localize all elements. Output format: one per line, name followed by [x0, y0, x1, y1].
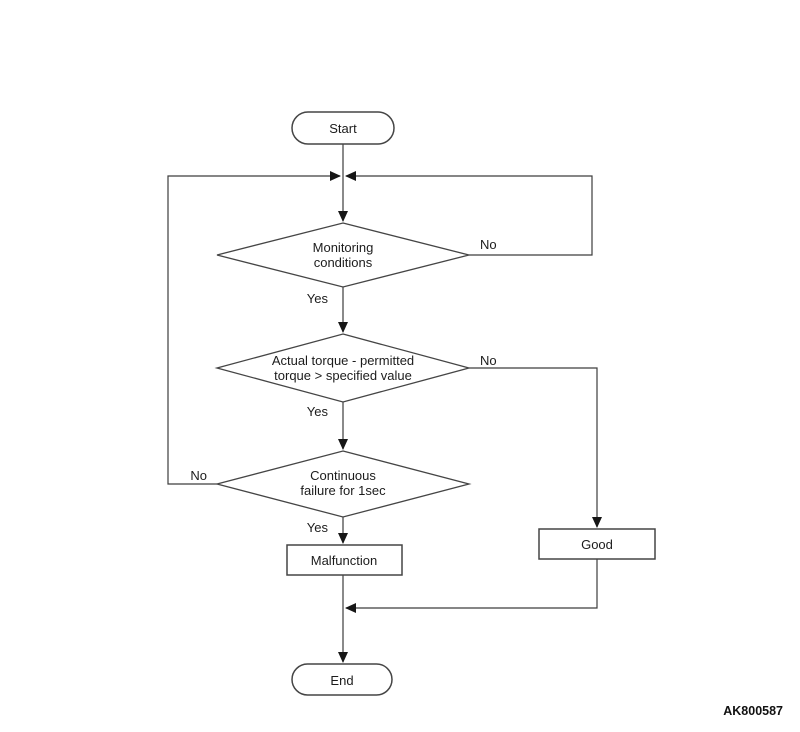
- node-start: Start: [291, 111, 395, 145]
- torque-yes-label: Yes: [307, 404, 329, 419]
- monitoring-decision-shape: [216, 222, 470, 288]
- start-label: Start: [329, 121, 357, 136]
- node-good: Good: [538, 528, 656, 560]
- continuous-yes-label: Yes: [307, 520, 329, 535]
- malfunction-process-shape: [286, 544, 403, 576]
- end-label: End: [330, 673, 353, 688]
- continuous-no-label: No: [190, 468, 207, 483]
- node-monitoring-conditions: Monitoring conditions: [216, 222, 470, 288]
- malfunction-label: Malfunction: [311, 553, 377, 568]
- good-label: Good: [581, 537, 613, 552]
- connectors: [167, 144, 602, 663]
- continuous-decision-shape: [214, 450, 472, 518]
- branch-labels: No Yes No Yes No Yes: [190, 237, 496, 535]
- continuous-label-line1: Continuous: [310, 468, 376, 483]
- torque-decision-shape: [214, 333, 472, 403]
- edge-monitoring-no-loop: [345, 171, 593, 256]
- monitoring-label-line2: conditions: [314, 255, 373, 270]
- edge-continuous-no-loop: [167, 171, 341, 485]
- node-torque-check: Actual torque - permitted torque > speci…: [214, 333, 472, 403]
- torque-no-label: No: [480, 353, 497, 368]
- monitoring-label-line1: Monitoring: [313, 240, 374, 255]
- continuous-label-line2: failure for 1sec: [300, 483, 386, 498]
- node-end: End: [291, 663, 393, 696]
- torque-label-line2: torque > specified value: [274, 368, 412, 383]
- figure-code: AK800587: [723, 704, 783, 718]
- node-continuous-failure: Continuous failure for 1sec: [214, 450, 472, 518]
- good-process-shape: [538, 528, 656, 560]
- start-terminator-shape: [291, 111, 395, 145]
- end-terminator-shape: [291, 663, 393, 696]
- edge-torque-no-to-good: [469, 367, 602, 528]
- monitoring-yes-label: Yes: [307, 291, 329, 306]
- monitoring-no-label: No: [480, 237, 497, 252]
- torque-label-line1: Actual torque - permitted: [272, 353, 414, 368]
- node-malfunction: Malfunction: [286, 544, 403, 576]
- edge-good-merge: [345, 559, 598, 613]
